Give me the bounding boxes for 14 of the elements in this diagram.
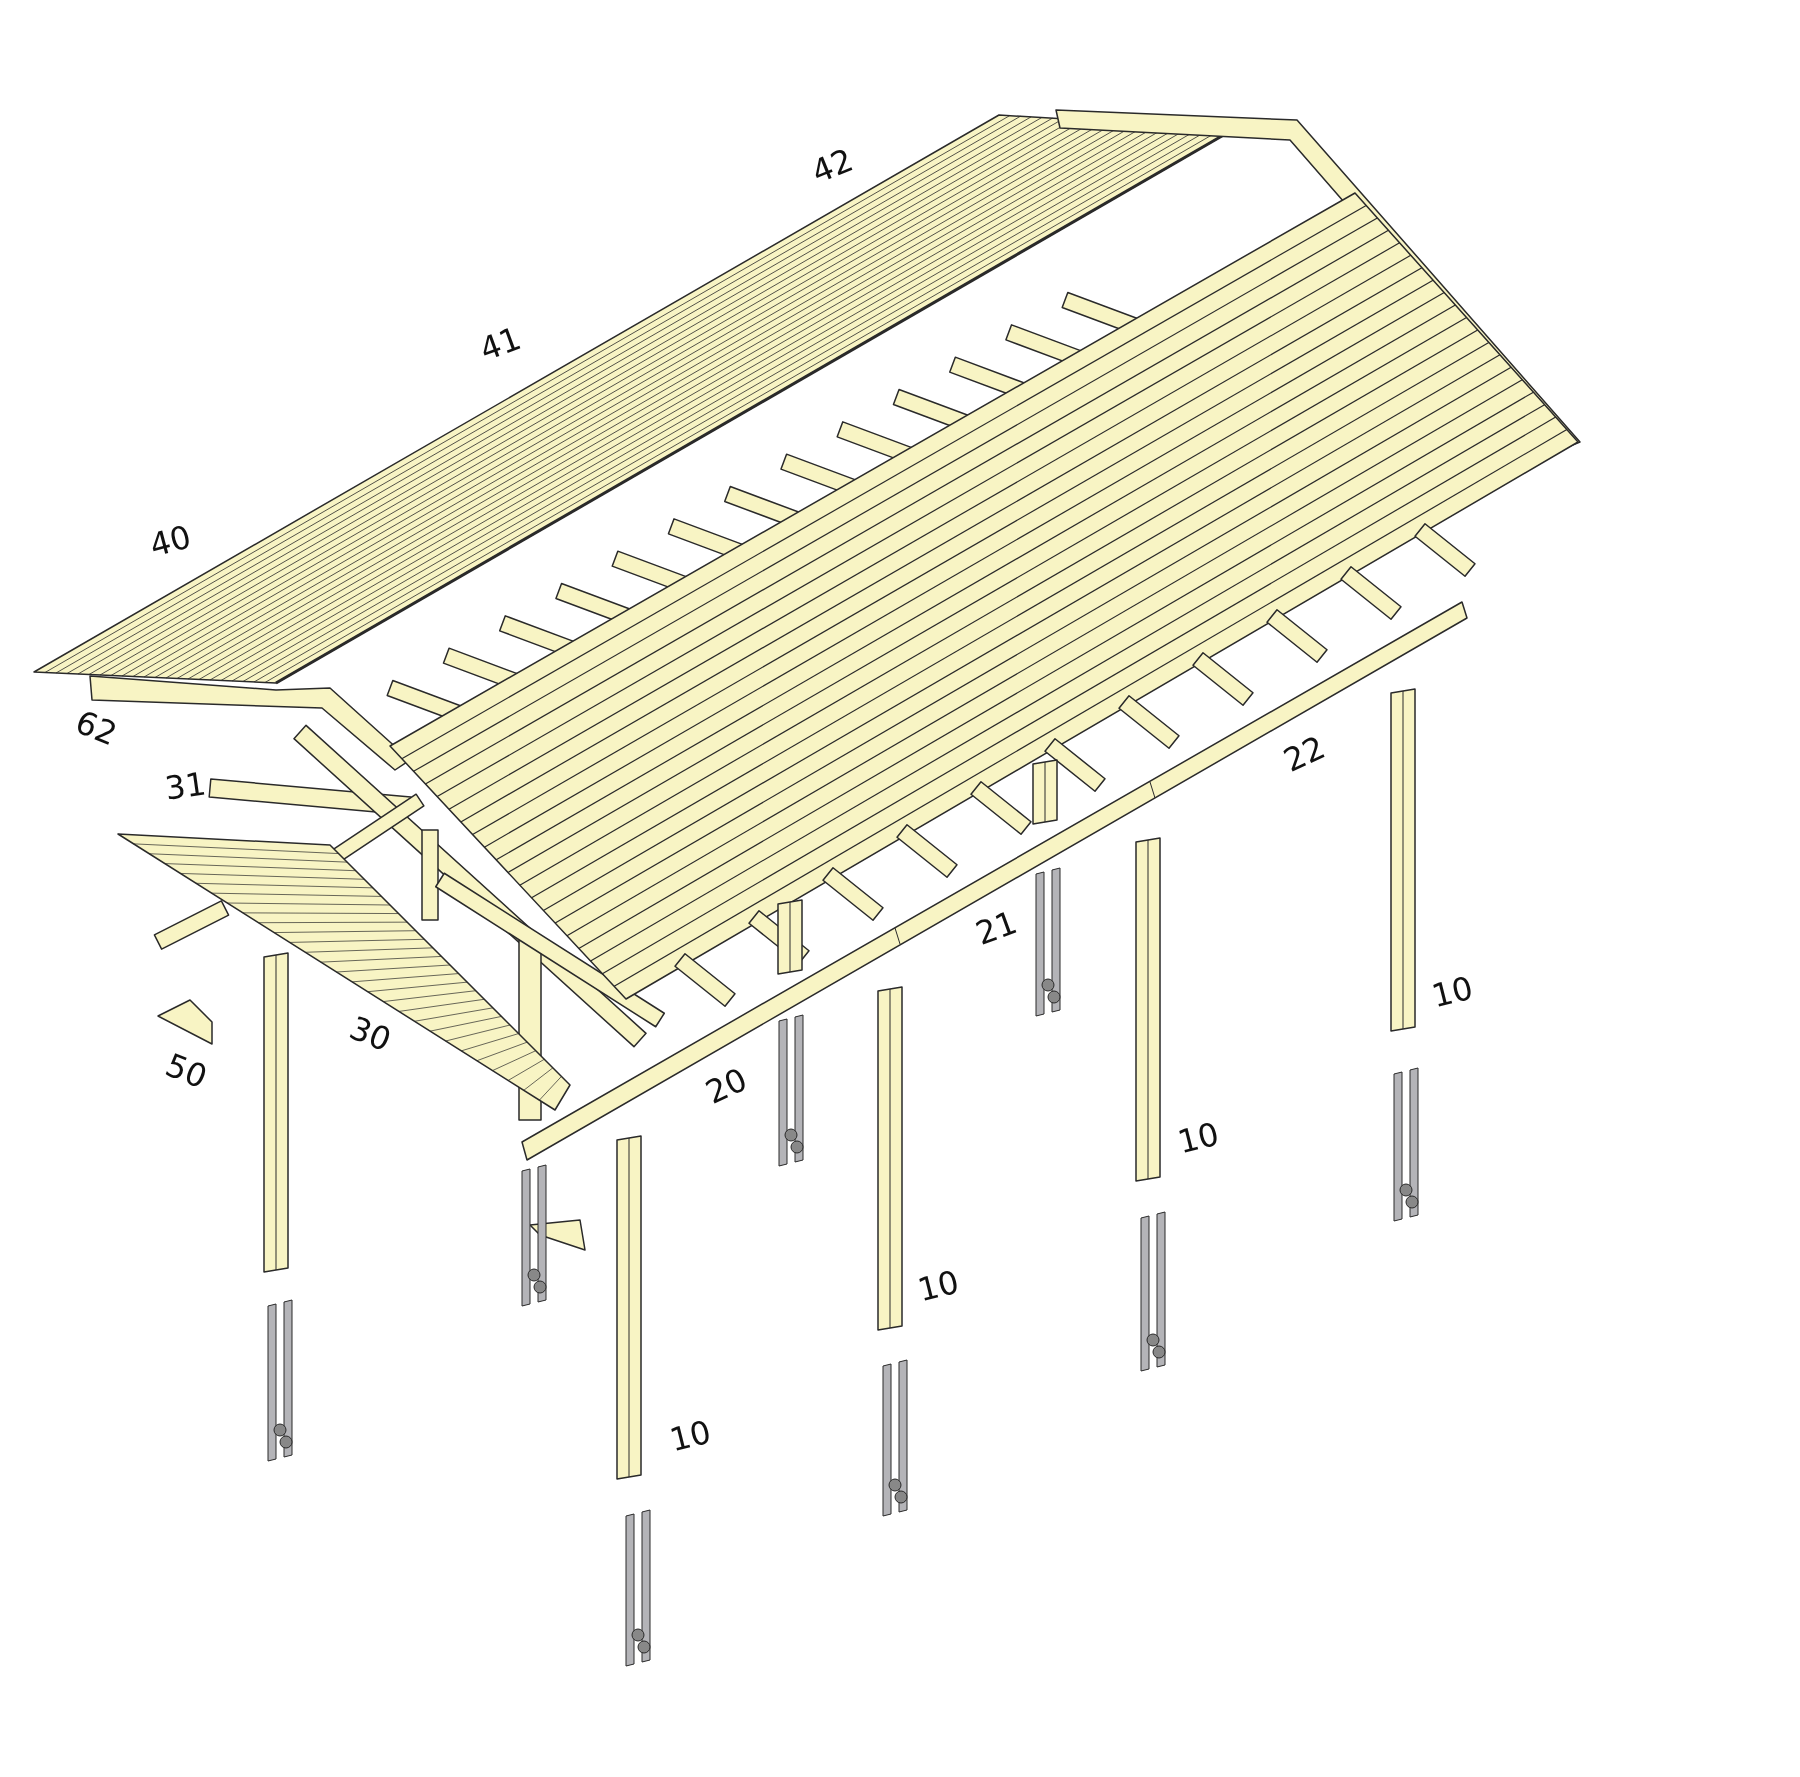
callout-number: 10 — [1428, 971, 1476, 1013]
callout-number: 50 — [161, 1048, 212, 1094]
callout-number: 22 — [1279, 730, 1330, 778]
callout-number: 10 — [1174, 1117, 1222, 1159]
callout-number: 41 — [475, 322, 525, 366]
callout-number: 10 — [666, 1415, 714, 1457]
callout-number: 30 — [345, 1011, 396, 1057]
callout-number: 42 — [807, 143, 858, 189]
callout-number: 62 — [71, 705, 122, 751]
callout-number: 21 — [971, 906, 1021, 950]
callout-number: 10 — [914, 1265, 962, 1307]
callout-number: 20 — [701, 1062, 752, 1110]
callout-number: 31 — [162, 767, 208, 805]
callout-number: 40 — [146, 520, 195, 562]
